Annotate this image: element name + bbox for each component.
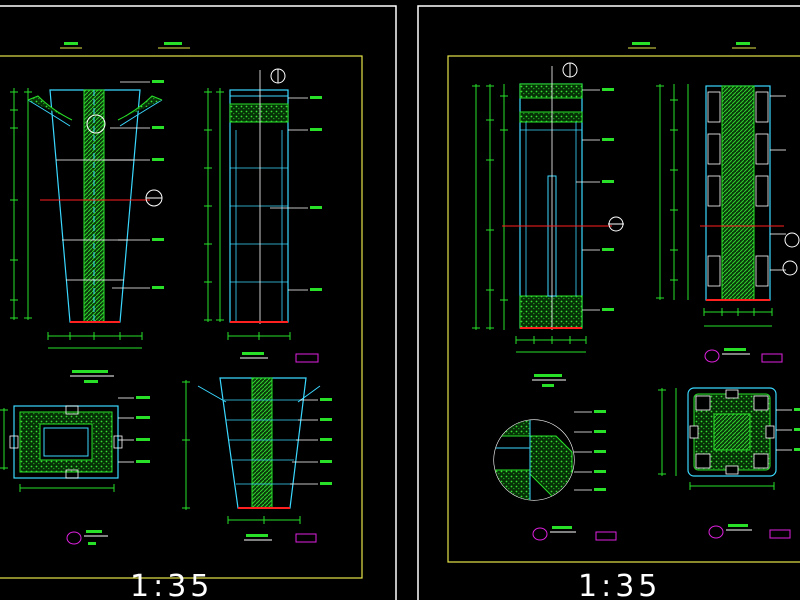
right-scale-label: 1:35 [578, 569, 661, 600]
elevation-a-dimension-chain [10, 88, 32, 320]
elevation-b-straight-column [204, 68, 322, 363]
left-sheet-border [0, 55, 363, 579]
left-sheet: 1:35 [0, 5, 397, 600]
right-sheet-border [447, 55, 800, 563]
round-node-detail [493, 410, 617, 541]
plan-section-d [658, 387, 800, 539]
section-detail-b [182, 377, 332, 543]
elevation-d-column [656, 84, 800, 363]
left-header-tags [60, 42, 190, 49]
right-sheet: 1:35 [417, 5, 800, 600]
plan-section-a [0, 396, 150, 545]
left-scale-label: 1:35 [130, 569, 213, 600]
left-sheet-outer-frame [0, 5, 397, 600]
elevation-c-column [472, 62, 624, 387]
right-header-tags [628, 42, 756, 49]
right-sheet-outer-frame [417, 5, 800, 600]
elevation-a-tapered-column [10, 80, 164, 383]
